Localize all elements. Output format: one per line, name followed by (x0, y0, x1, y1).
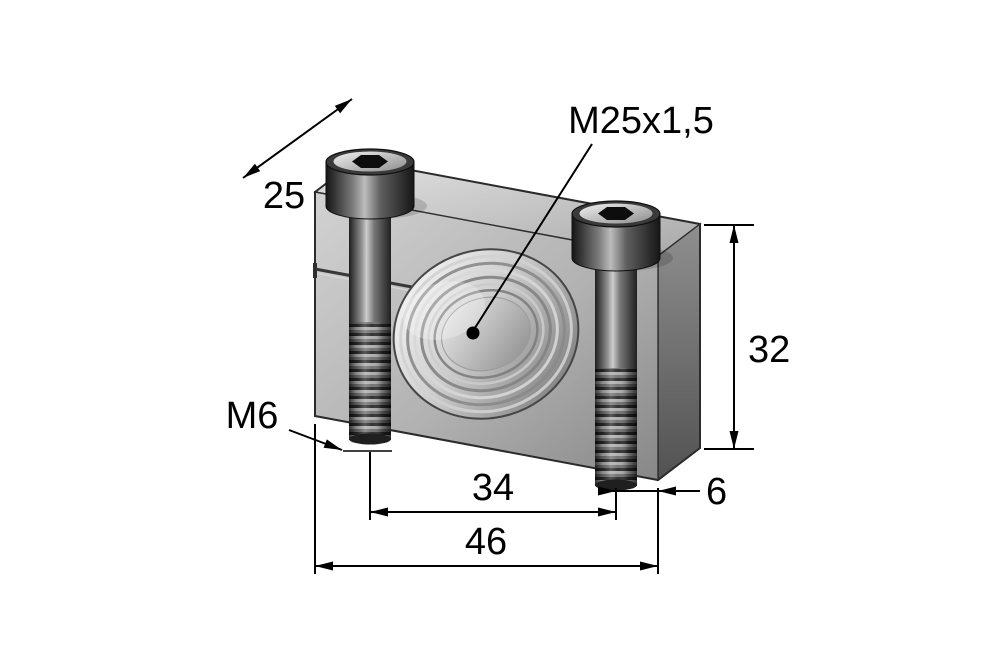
left-screw-head-side (325, 161, 415, 220)
right-screw-head-side (571, 213, 661, 272)
arrowhead-icon (334, 99, 352, 114)
screw-callout-m6: M6 (223, 392, 392, 452)
dimension-width-46: 46 (314, 424, 659, 574)
arrowhead-icon (370, 507, 388, 517)
dim-32-label: 32 (748, 329, 790, 371)
right-screw-shank (595, 257, 637, 368)
dim-34-label: 34 (472, 467, 514, 509)
dimension-offset-6: 6 (598, 468, 730, 516)
thread-callout-m25: M25x1,5 (466, 97, 717, 340)
leader-dot-icon (466, 326, 480, 340)
arrowhead-icon (315, 561, 333, 571)
arrowhead-icon (658, 486, 676, 496)
thread-size-label: M25x1,5 (568, 100, 714, 142)
screw-size-label: M6 (226, 395, 279, 437)
left-screw (325, 148, 415, 445)
hole-highlight (402, 281, 486, 340)
dim-25-label: 25 (263, 175, 305, 217)
right-hex-socket-icon (598, 207, 634, 220)
arrowhead-icon (729, 431, 739, 449)
dim-46-label: 46 (465, 521, 507, 563)
left-screw-tip (349, 433, 391, 445)
arrowhead-icon (729, 225, 739, 243)
left-hex-socket-icon (352, 155, 388, 168)
arrowhead-icon (598, 507, 616, 517)
right-thread-shading (595, 368, 637, 486)
arrowhead-icon (243, 163, 261, 178)
arrowhead-icon (640, 561, 658, 571)
left-thread-shading (349, 322, 391, 440)
dimension-spacing-34: 34 (369, 452, 617, 520)
dimension-depth-25: 25 (242, 98, 353, 220)
hole-core (441, 296, 531, 372)
arrowhead-icon (323, 439, 342, 450)
main-threaded-hole (392, 248, 580, 420)
hole-thread-rings (399, 254, 573, 414)
right-screw-tip (595, 479, 637, 491)
dimension-height-32: 32 (704, 224, 793, 450)
arrowhead-icon (598, 486, 616, 496)
right-screw (571, 200, 661, 491)
left-screw-shank (349, 205, 391, 322)
dim-6-label: 6 (706, 471, 727, 513)
